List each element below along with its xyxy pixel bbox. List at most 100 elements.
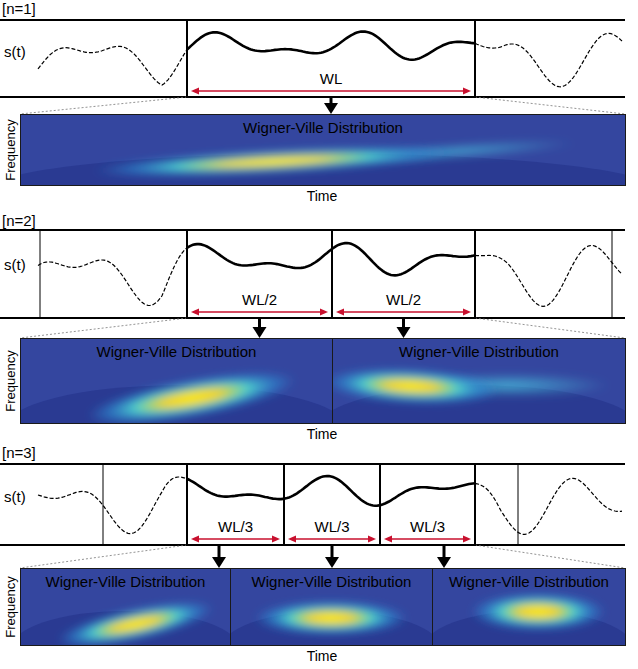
signal-trace — [187, 32, 475, 60]
axis-label: Frequency — [3, 576, 18, 637]
signal-name: s(t) — [4, 256, 26, 273]
signal-trace — [475, 33, 622, 86]
energy-blob — [471, 593, 606, 630]
wvd-panel: Wigner-Ville Distribution — [332, 338, 626, 424]
axis-label: Time — [307, 188, 338, 204]
dimension-arrow — [336, 309, 344, 316]
dimension-arrow — [368, 536, 376, 543]
signal-trace — [38, 477, 187, 534]
guide-line — [475, 97, 625, 114]
wvd-image — [10, 568, 241, 669]
arrow-head — [324, 103, 338, 114]
window-segment: WL/3 — [283, 463, 381, 546]
signal-name: s(t) — [4, 43, 26, 60]
dimension-arrow — [390, 538, 465, 540]
dimension-arrow — [272, 536, 280, 543]
window-segment: WL/3 — [186, 463, 285, 546]
panel-title: Wigner-Ville Distribution — [399, 343, 559, 360]
axis-label: Frequency — [3, 350, 18, 411]
window-segment: WL/3 — [379, 463, 476, 546]
dimension-arrow — [320, 309, 328, 316]
wvd-panel: Wigner-Ville Distribution — [432, 568, 626, 646]
axis-label: Frequency — [3, 119, 18, 180]
dimension-arrow — [191, 309, 199, 316]
axis-label: Time — [307, 648, 338, 664]
dimension-arrow — [463, 309, 471, 316]
arrow-head — [253, 327, 267, 338]
window-length: WL/3 — [216, 519, 255, 535]
arrow-head — [212, 557, 226, 568]
panel-label: [n=1] — [2, 0, 36, 17]
energy-blob — [254, 601, 408, 635]
wvd-panel: Wigner-Ville Distribution — [20, 568, 231, 646]
flow-arrow — [253, 319, 267, 338]
dimension-arrow — [463, 88, 471, 95]
panel-label: [n=3] — [2, 444, 36, 461]
window-length: WL/2 — [384, 292, 423, 308]
panel-title: Wigner-Ville Distribution — [46, 573, 206, 590]
wvd-panel: Wigner-Ville Distribution — [20, 114, 626, 186]
dimension-arrow — [384, 536, 392, 543]
arrow-head — [325, 557, 339, 568]
wvd-panel: Wigner-Ville Distribution — [20, 338, 333, 424]
guide-line — [20, 97, 187, 114]
flow-arrow — [397, 319, 411, 338]
energy-blob — [84, 361, 300, 435]
guide-line — [475, 545, 625, 568]
signal-trace — [38, 248, 187, 306]
window-length: WL/3 — [312, 519, 351, 535]
wvd-image — [422, 568, 634, 669]
window-length: WL/3 — [408, 519, 447, 535]
signal-trace — [38, 46, 187, 85]
arrow-shaft — [402, 319, 405, 328]
arrow-head — [437, 557, 451, 568]
signal-name: s(t) — [4, 488, 26, 505]
signal-trace — [475, 478, 622, 534]
dimension-arrow — [191, 88, 199, 95]
window-segment: WL/2 — [186, 229, 333, 319]
dimension-arrow — [463, 536, 471, 543]
arrow-shaft — [331, 546, 334, 558]
dimension-arrow — [342, 311, 465, 313]
window-length: WL/2 — [240, 292, 279, 308]
arrow-shaft — [443, 546, 446, 558]
guide-line — [475, 318, 625, 338]
arrow-head — [397, 327, 411, 338]
energy-blob — [92, 141, 456, 183]
guide-line — [20, 318, 187, 338]
panel-title: Wigner-Ville Distribution — [252, 573, 412, 590]
window-mark — [40, 230, 41, 318]
wvd-panel: Wigner-Ville Distribution — [230, 568, 433, 646]
energy-blob — [54, 592, 217, 656]
dimension-arrow — [197, 538, 274, 540]
panel-label: [n=2] — [2, 212, 36, 229]
flow-arrow — [437, 546, 451, 568]
flow-arrow — [325, 546, 339, 568]
window-segment: WL — [186, 19, 476, 98]
window-length: WL — [318, 71, 345, 87]
energy-blob — [322, 364, 499, 408]
dimension-arrow — [197, 90, 465, 92]
dimension-arrow — [197, 311, 322, 313]
guide-line — [20, 545, 187, 568]
panel-title: Wigner-Ville Distribution — [97, 343, 257, 360]
dimension-arrow — [294, 538, 370, 540]
window-mark — [612, 230, 613, 318]
window-segment: WL/2 — [331, 229, 476, 319]
arrow-shaft — [258, 319, 261, 328]
wvd-image — [0, 114, 638, 226]
axis-label: Time — [307, 426, 338, 442]
panel-title: Wigner-Ville Distribution — [449, 573, 609, 590]
wvd-image — [220, 568, 442, 669]
wvd-image — [4, 338, 347, 471]
flow-arrow — [324, 98, 338, 114]
panel-title: Wigner-Ville Distribution — [243, 119, 403, 136]
signal-trace — [187, 476, 475, 506]
dimension-arrow — [288, 536, 296, 543]
arrow-shaft — [218, 546, 221, 558]
flow-arrow — [212, 546, 226, 568]
window-mark — [103, 464, 104, 545]
dimension-arrow — [191, 536, 199, 543]
wvd-image — [317, 338, 638, 471]
